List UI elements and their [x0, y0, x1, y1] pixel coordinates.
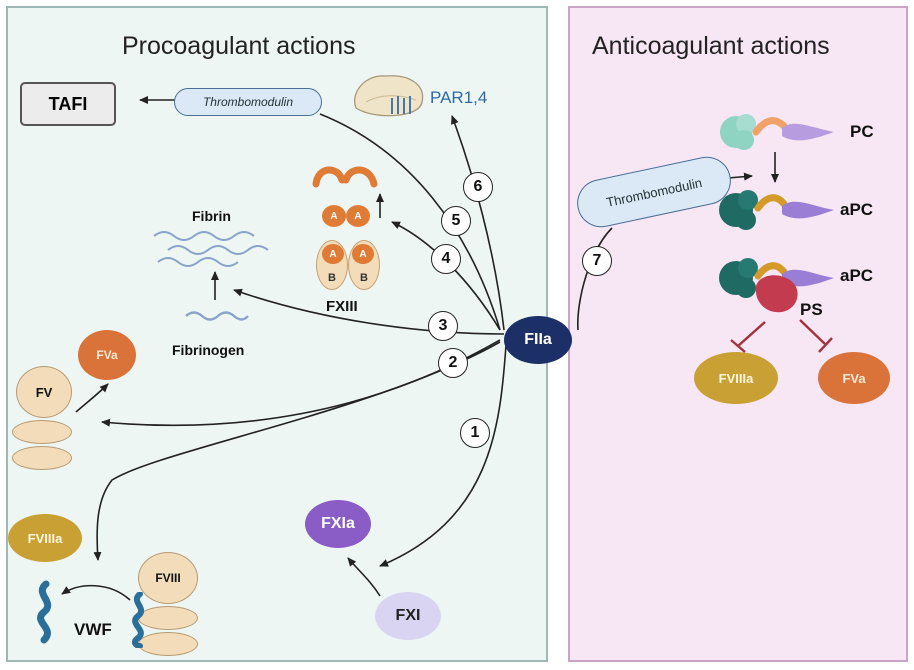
fxiii-subunit: A [322, 205, 346, 227]
fviiia-pro-label: FVIIIa [27, 530, 63, 546]
step-4: 4 [431, 244, 461, 274]
pc-label: PC [850, 122, 874, 141]
arrow-fiia-to-fibrin [233, 288, 505, 335]
fxiii-tetramer-icon: B B A A [316, 240, 380, 290]
arrow-fviii-release-vwf [61, 584, 131, 601]
inhibit-fva [799, 319, 826, 345]
fva-pro: FVa [78, 330, 136, 380]
fv-top: FV [16, 366, 72, 418]
vwf-bound-icon [132, 592, 145, 648]
step-6: 6 [463, 172, 493, 202]
arrow-tm-to-pc [727, 172, 753, 181]
arrow-fiia-to-thrombomodulin-anti [577, 227, 613, 331]
anticoagulant-title: Anticoagulant actions [592, 32, 830, 60]
step-1: 1 [460, 418, 490, 448]
thrombomodulin-anti-label: Thrombomodulin [604, 174, 704, 210]
inhibit-fviiia [737, 321, 766, 347]
tafi-box: TAFI [20, 82, 116, 126]
fiia-label: FIIa [524, 331, 552, 348]
inhibit-fva-bar [818, 337, 833, 353]
arrow-fiia-to-fxi [379, 344, 507, 567]
step-7: 7 [582, 246, 612, 276]
inhibit-fviiia-bar [730, 339, 746, 353]
fxiii-subunit: A [352, 244, 374, 264]
fxia: FXIa [305, 500, 371, 548]
arrow-fiia-to-thrombomodulin [319, 113, 501, 331]
fviiia-pro: FVIIIa [8, 514, 82, 562]
anticoagulant-panel [568, 6, 908, 662]
par-label: PAR1,4 [430, 88, 488, 107]
fibrinogen-icon [185, 311, 249, 321]
arrow-fiia-to-fv [101, 339, 501, 427]
step-3: 3 [428, 311, 458, 341]
apc-icon [719, 190, 834, 230]
fxiii-label: FXIII [326, 298, 358, 315]
fiia-thrombin: FIIa [504, 316, 572, 364]
fva-pro-label: FVa [96, 348, 118, 362]
fxiii-subunit: A [322, 244, 344, 264]
pc-icon [720, 114, 834, 150]
ps-label: PS [800, 300, 823, 319]
apc-2-label: aPC [840, 266, 874, 285]
arrow-fiia-to-par [451, 115, 505, 331]
thrombomodulin-pill: Thrombomodulin [174, 88, 322, 116]
fviii-domain [138, 606, 198, 630]
arrow-fxi-to-fxia [347, 557, 381, 597]
procoagulant-title: Procoagulant actions [122, 32, 356, 60]
fxi-label: FXI [395, 607, 421, 624]
fviiia-anti-label: FVIIIa [718, 370, 754, 386]
arrow-fiia-to-fviii [93, 341, 501, 561]
fviii-label: FVIII [155, 571, 181, 585]
vwf-label: VWF [74, 620, 112, 639]
vwf-free-icon [37, 580, 52, 644]
par-receptor-icon [354, 75, 424, 117]
thrombomodulin-label: Thrombomodulin [202, 95, 294, 109]
fxiii-activated-icon [312, 166, 378, 188]
fibrin-mesh-icon [153, 231, 269, 267]
fv-label: FV [35, 384, 53, 400]
fviii-stack: FVIII [138, 552, 200, 656]
tafi-label: TAFI [48, 93, 88, 114]
fva-anti-label: FVa [842, 370, 866, 386]
fva-anti: FVa [818, 352, 890, 404]
step-2: 2 [438, 348, 468, 378]
fv-stack: FV [10, 366, 76, 472]
fv-domain [12, 420, 72, 444]
fviiia-anti: FVIIIa [694, 352, 778, 404]
fibrin-label: Fibrin [192, 208, 231, 224]
fibrinogen-label: Fibrinogen [172, 342, 245, 358]
fv-domain [12, 446, 72, 470]
apc-ps-complex-icon [719, 258, 834, 313]
fviii-top: FVIII [138, 552, 198, 604]
fxi: FXI [375, 592, 441, 640]
fxiii-a-dimer-icon: A A [322, 205, 370, 229]
fxia-label: FXIa [321, 515, 355, 532]
fviii-domain [138, 632, 198, 656]
apc-1-label: aPC [840, 200, 874, 219]
step-5: 5 [441, 206, 471, 236]
fxiii-subunit: A [346, 205, 370, 227]
arrow-fv-to-fva [75, 383, 109, 413]
